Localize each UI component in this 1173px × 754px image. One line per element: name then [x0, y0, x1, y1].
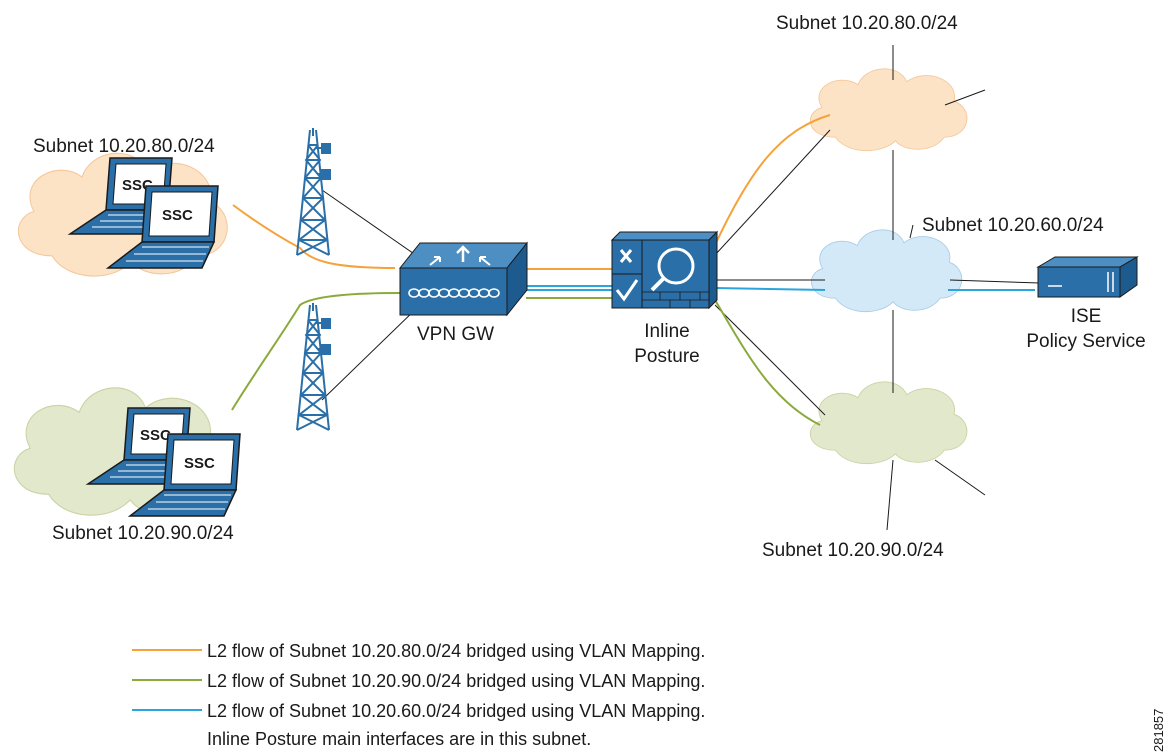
ise-label-line1: ISE: [1071, 306, 1102, 327]
cloud-icon-right-orange: [809, 68, 968, 152]
vpn-gw-label: VPN GW: [417, 324, 494, 345]
figure-id: 281857: [1151, 709, 1166, 752]
vpn-gateway-icon: [398, 241, 529, 317]
legend-item-1: L2 flow of Subnet 10.20.80.0/24 bridged …: [207, 641, 705, 661]
left-bottom-subnet-label: Subnet 10.20.90.0/24: [52, 523, 234, 544]
ssc-label: SSC: [140, 427, 171, 444]
right-bottom-subnet-label: Subnet 10.20.90.0/24: [762, 540, 944, 561]
right-top-subnet-label: Subnet 10.20.80.0/24: [776, 13, 958, 34]
cloud-icon-right-green: [809, 381, 968, 465]
legend: L2 flow of Subnet 10.20.80.0/24 bridged …: [132, 641, 705, 749]
ssc-label: SSC: [184, 455, 215, 472]
inline-posture-label-line2: Posture: [634, 346, 699, 367]
legend-item-2: L2 flow of Subnet 10.20.90.0/24 bridged …: [207, 671, 705, 691]
ssc-label: SSC: [162, 207, 193, 224]
laptop-icon-left-top-front: SSC: [105, 185, 219, 269]
legend-item-3: L2 flow of Subnet 10.20.60.0/24 bridged …: [207, 701, 705, 721]
radio-tower-icon-top: [296, 128, 331, 256]
orange-flow-lines: [232, 114, 831, 270]
ise-label-line2: Policy Service: [1026, 331, 1145, 352]
right-mid-subnet-label: Subnet 10.20.60.0/24: [922, 215, 1104, 236]
inline-posture-icon: [610, 230, 719, 310]
inline-posture-label-line1: Inline: [644, 321, 689, 342]
blue-flow-lines: [526, 285, 1035, 291]
cloud-icon-right-blue: [810, 229, 963, 313]
black-links: [321, 45, 1041, 531]
green-flow-lines: [231, 292, 821, 426]
left-top-subnet-label: Subnet 10.20.80.0/24: [33, 136, 215, 157]
legend-item-4: Inline Posture main interfaces are in th…: [207, 729, 591, 749]
ise-server-icon: [1036, 256, 1139, 298]
radio-tower-icon-bottom: [296, 303, 331, 431]
laptop-icon-left-bottom-front: SSC: [127, 433, 241, 517]
